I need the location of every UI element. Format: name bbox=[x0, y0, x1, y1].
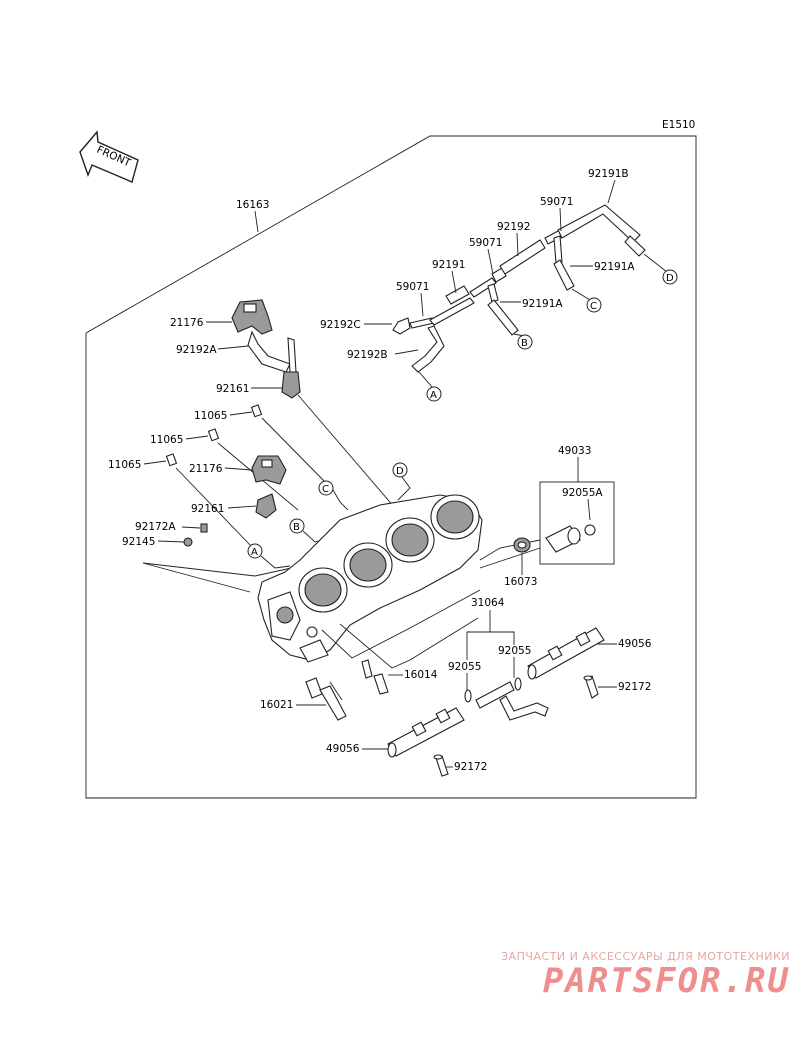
label-92191A-b: 92191A bbox=[522, 298, 563, 310]
label-59071-a: 59071 bbox=[396, 281, 429, 293]
callout-C-top-text: C bbox=[590, 301, 597, 312]
label-92192A: 92192A bbox=[176, 344, 217, 356]
label-92145: 92145 bbox=[122, 536, 155, 548]
bolt-left bbox=[433, 754, 449, 777]
assembly-outline bbox=[85, 135, 697, 799]
label-49033: 49033 bbox=[558, 445, 591, 457]
label-31064: 31064 bbox=[471, 597, 505, 609]
label-92191: 92191 bbox=[432, 259, 465, 271]
callout-D-mid-text: D bbox=[396, 466, 404, 477]
label-92055-a: 92055 bbox=[448, 661, 481, 673]
callout-A-top bbox=[426, 386, 442, 402]
callout-A-mid-text: A bbox=[251, 547, 258, 558]
label-92172A: 92172A bbox=[135, 521, 176, 533]
callout-A-top-text: A bbox=[430, 390, 437, 401]
label-92161-top: 92161 bbox=[216, 383, 249, 395]
label-49056-right: 49056 bbox=[618, 638, 652, 650]
injector bbox=[545, 524, 596, 553]
sensor-top bbox=[231, 299, 301, 399]
callout-D-mid bbox=[392, 462, 408, 478]
callout-A-mid bbox=[247, 543, 263, 559]
label-11065-b: 11065 bbox=[150, 434, 183, 446]
label-92172-right: 92172 bbox=[618, 681, 651, 693]
sensor-mid bbox=[251, 455, 287, 519]
label-92192C: 92192C bbox=[320, 319, 361, 331]
throttle-body bbox=[257, 494, 483, 663]
label-11065-a: 11065 bbox=[194, 410, 227, 422]
label-92192: 92192 bbox=[497, 221, 530, 233]
label-92172-left: 92172 bbox=[454, 761, 487, 773]
callout-C-mid bbox=[318, 480, 334, 496]
label-92192B: 92192B bbox=[347, 349, 388, 361]
label-92055-b: 92055 bbox=[498, 645, 531, 657]
label-21176-top: 21176 bbox=[170, 317, 204, 329]
callout-C-top bbox=[586, 297, 602, 313]
diagram-code: E1510 bbox=[662, 119, 695, 131]
spring-screw-16021 bbox=[305, 677, 347, 721]
label-11065-c: 11065 bbox=[108, 459, 141, 471]
hose-assembly bbox=[392, 204, 646, 373]
callout-B-mid-text: B bbox=[293, 522, 300, 533]
front-arrow-icon: FRONT bbox=[79, 130, 139, 183]
label-92191A-a: 92191A bbox=[594, 261, 635, 273]
delivery-pipe-left bbox=[387, 707, 465, 758]
watermark: ЗАПЧАСТИ И АКСЕССУАРЫ ДЛЯ МОТОТЕХНИКИ PA… bbox=[440, 950, 790, 999]
label-59071-b: 59071 bbox=[469, 237, 502, 249]
label-92191B: 92191B bbox=[588, 168, 629, 180]
watermark-logo: PARTSFOR.RU bbox=[542, 961, 790, 1001]
watermark-tagline: ЗАПЧАСТИ И АКСЕССУАРЫ ДЛЯ МОТОТЕХНИКИ bbox=[501, 950, 790, 963]
label-59071-c: 59071 bbox=[540, 196, 573, 208]
label-92055A: 92055A bbox=[562, 487, 603, 499]
label-16073: 16073 bbox=[504, 576, 537, 588]
callout-B-top bbox=[517, 334, 533, 350]
label-16014: 16014 bbox=[404, 669, 438, 681]
callout-C-mid-text: C bbox=[322, 484, 329, 495]
fuel-pipe bbox=[464, 677, 549, 721]
label-49056-left: 49056 bbox=[326, 743, 360, 755]
callout-B-mid bbox=[289, 518, 305, 534]
bolt-right bbox=[583, 675, 599, 699]
injector-box bbox=[539, 481, 615, 565]
delivery-pipe-right bbox=[527, 627, 605, 680]
label-21176-mid: 21176 bbox=[189, 463, 223, 475]
callout-D-top-text: D bbox=[666, 273, 674, 284]
screw-16014 bbox=[361, 659, 389, 695]
callout-B-top-text: B bbox=[521, 338, 528, 349]
label-92161-mid: 92161 bbox=[191, 503, 224, 515]
grommet-16073 bbox=[513, 537, 531, 553]
label-16021: 16021 bbox=[260, 699, 293, 711]
label-16163: 16163 bbox=[236, 199, 269, 211]
callout-D-top bbox=[662, 269, 678, 285]
